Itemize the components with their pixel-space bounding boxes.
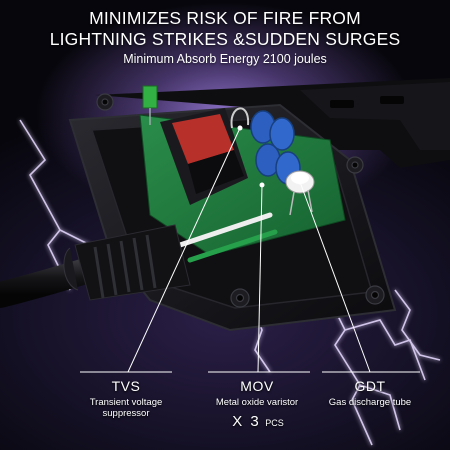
headline-line-1: MINIMIZES RISK OF FIRE FROM <box>89 8 361 28</box>
quantity-unit: PCS <box>265 418 284 428</box>
gdt-description: Gas discharge tube <box>328 397 412 408</box>
mov-quantity: X 3 PCS <box>208 413 308 431</box>
mov-label: MOV Metal oxide varistor <box>196 378 318 408</box>
gdt-label: GDT Gas discharge tube <box>318 378 422 408</box>
headline-line-2: LIGHTNING STRIKES &SUDDEN SURGES <box>49 29 401 49</box>
lightning-bolt <box>19 119 71 291</box>
tvs-name: TVS <box>111 378 141 394</box>
tvs-description: Transient voltage suppressor <box>89 397 163 419</box>
gas-discharge-tube <box>285 170 315 216</box>
energy-subheadline: Minimum Absorb Energy 2100 joules <box>123 52 327 66</box>
headline: MINIMIZES RISK OF FIRE FROM LIGHTNING ST… <box>0 8 450 50</box>
strain-relief <box>63 224 191 301</box>
tvs-label: TVS Transient voltage suppressor <box>80 378 172 419</box>
lightning-bolt <box>329 299 373 446</box>
mov-description: Metal oxide varistor <box>215 397 299 408</box>
callout-lines <box>80 125 420 373</box>
power-switch <box>160 108 248 205</box>
gdt-name: GDT <box>354 378 386 394</box>
lightning-bolt <box>394 289 441 361</box>
indicator-led <box>142 85 158 109</box>
quantity-count: X 3 <box>232 413 261 430</box>
lightning-bolt <box>344 319 426 381</box>
mov-name: MOV <box>240 378 274 394</box>
lightning-bolt <box>359 384 401 431</box>
screw-posts <box>96 93 385 308</box>
